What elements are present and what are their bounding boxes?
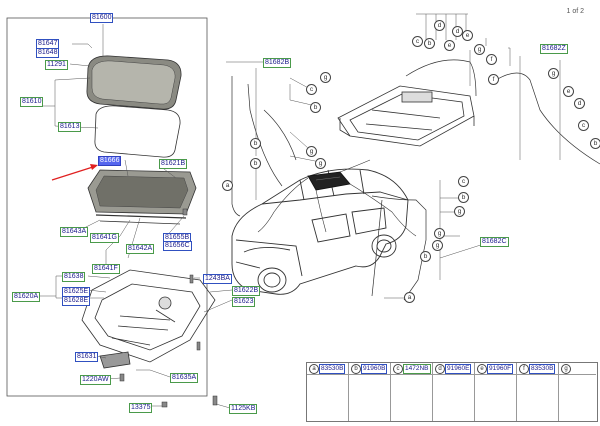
part-label-81613[interactable]: 81613 [58,122,82,132]
callout-letter: b [250,138,261,149]
part-label-81648[interactable]: 81648 [36,48,60,58]
part-label-81682b[interactable]: 81682B [263,58,292,68]
callout-letter: e [563,86,574,97]
callout-letter: c [458,176,469,187]
legend-code: 83530B [319,364,346,374]
part-label-81656c[interactable]: 81656C [163,241,192,251]
callout-letter: d [574,98,585,109]
legend-letter: a [309,364,319,374]
legend-letter: d [435,364,445,374]
part-label-81682z[interactable]: 81682Z [540,44,568,54]
part-label-81620a[interactable]: 81620A [12,292,41,302]
frame-assembly-detail [337,85,475,147]
callout-letter: g [306,146,317,157]
legend-header: g [559,363,596,375]
callout-letter: c [306,84,317,95]
part-label-81641g[interactable]: 81641G [90,233,119,243]
leader-lines-right [226,13,561,299]
callout-letter: g [454,206,465,217]
part-label-81628e[interactable]: 81628E [62,296,91,306]
legend-cell[interactable]: c 1472NB [391,363,433,421]
fastener-legend-table: a 83530B b 91960B c 1472NB d 91960E e 91… [306,362,598,422]
legend-cell[interactable]: f 83530B [517,363,559,421]
legend-cell[interactable]: a 83530B [307,363,349,421]
highlight-arrow [51,164,98,181]
legend-code: 91960E [445,364,472,374]
part-label-81631[interactable]: 81631 [75,352,99,362]
fasteners [119,208,218,408]
part-label-81641f[interactable]: 81641F [92,264,120,274]
part-label-81623[interactable]: 81623 [232,297,256,307]
legend-code: 91960B [361,364,388,374]
legend-letter: e [477,364,487,374]
part-label-81666[interactable]: 81666 [98,156,122,166]
legend-header: d 91960E [433,363,474,375]
callout-letter: b [420,251,431,262]
callout-letter: a [222,180,233,191]
callout-letter: b [424,38,435,49]
callout-letter: g [315,158,326,169]
callout-letter: g [434,228,445,239]
glass-panel-inner [94,105,181,158]
legend-code: 91960F [487,364,514,374]
part-label-81642a[interactable]: 81642A [126,244,155,254]
page-indicator: 1 of 2 [566,8,584,15]
callout-letter: c [412,36,423,47]
legend-letter: f [519,364,529,374]
callout-letter: e [444,40,455,51]
legend-code: 83530B [529,364,556,374]
callout-letter: f [488,74,499,85]
sunshade-assembly [87,169,197,225]
part-label-1220aw[interactable]: 1220AW [80,375,111,385]
callout-letter: b [310,102,321,113]
callout-letter: c [578,120,589,131]
callout-letter: g [320,72,331,83]
legend-header: b 91960B [349,363,390,375]
legend-letter: c [393,364,403,374]
legend-header: a 83530B [307,363,348,375]
legend-header: f 83530B [517,363,558,375]
legend-code: 1472NB [403,364,431,374]
callout-letter: a [404,292,415,303]
callout-letter: g [432,240,443,251]
part-label-13375[interactable]: 13375 [129,403,153,413]
drain-hose-detail [231,59,600,301]
callout-letter: d [434,20,445,31]
part-label-81621b[interactable]: 81621B [159,159,188,169]
part-label-11291[interactable]: 11291 [45,60,68,70]
legend-cell[interactable]: d 91960E [433,363,475,421]
legend-cell[interactable]: b 91960B [349,363,391,421]
callout-letter: g [474,44,485,55]
glass-panel-outer [86,55,182,110]
part-label-81638[interactable]: 81638 [62,272,86,282]
part-label-81682c[interactable]: 81682C [480,237,509,247]
callout-letter: g [548,68,559,79]
legend-header: c 1472NB [391,363,432,375]
callout-letter: b [458,192,469,203]
part-label-81610[interactable]: 81610 [20,97,44,107]
callout-letter: e [462,30,473,41]
part-label-1125kb[interactable]: 1125KB [229,404,258,414]
callout-letter: b [250,158,261,169]
part-label-81622b[interactable]: 81622B [232,286,261,296]
legend-letter: b [351,364,361,374]
sunroof-frame-mechanism [81,269,216,369]
drain-hoses-vehicle [257,159,417,237]
part-label-81635a[interactable]: 81635A [170,373,199,383]
part-label-81600[interactable]: 81600 [90,13,114,23]
legend-letter: g [561,364,571,374]
part-label-1243ba[interactable]: 1243BA [203,274,232,284]
legend-header: e 91960F [475,363,516,375]
legend-cell[interactable]: e 91960F [475,363,517,421]
part-label-81643a[interactable]: 81643A [60,227,89,237]
callout-letter: b [590,138,600,149]
legend-cell[interactable]: g [559,363,596,421]
callout-letter: f [486,54,497,65]
